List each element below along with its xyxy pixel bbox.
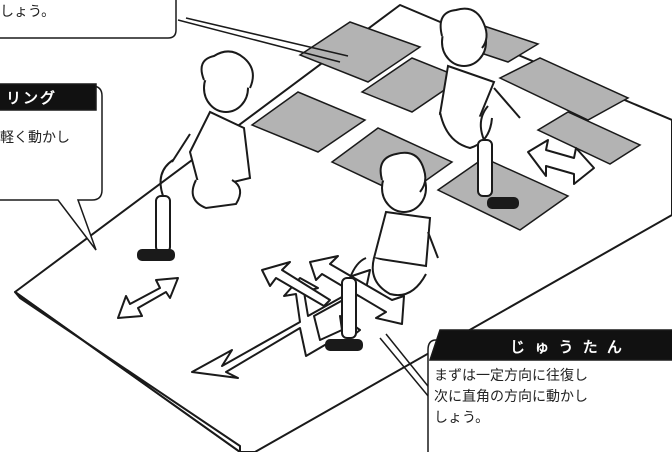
floor-board — [14, 4, 672, 452]
vacuum-cleaner-icon — [477, 105, 519, 209]
callout-top-text: しょう。 — [0, 4, 56, 20]
person-center — [325, 151, 439, 351]
callout-top — [0, 0, 177, 39]
tile-5 — [498, 57, 630, 121]
person-left — [137, 50, 254, 261]
tile-1 — [298, 21, 422, 83]
tile-8 — [536, 111, 642, 165]
vacuum-cleaner-icon — [325, 257, 367, 351]
callout-left — [0, 83, 103, 251]
callout-carpet — [427, 329, 672, 452]
tile-7 — [436, 157, 570, 231]
double-arrow-icon — [117, 139, 595, 319]
callout-left-title: リング — [6, 89, 58, 107]
vacuum-cleaner-icon — [137, 159, 175, 261]
person-top-right — [438, 7, 521, 209]
callout-carpet-title: じ ゅ う た ん — [510, 338, 624, 356]
callout-carpet-line2: 次に直角の方向に動かし — [434, 389, 588, 405]
callout-carpet-line1: まずは一定方向に往復し — [434, 368, 588, 384]
tile-4 — [250, 91, 367, 153]
callout-carpet-line3: しょう。 — [434, 410, 490, 426]
callout-left-line1: 軽く動かし — [0, 130, 70, 146]
